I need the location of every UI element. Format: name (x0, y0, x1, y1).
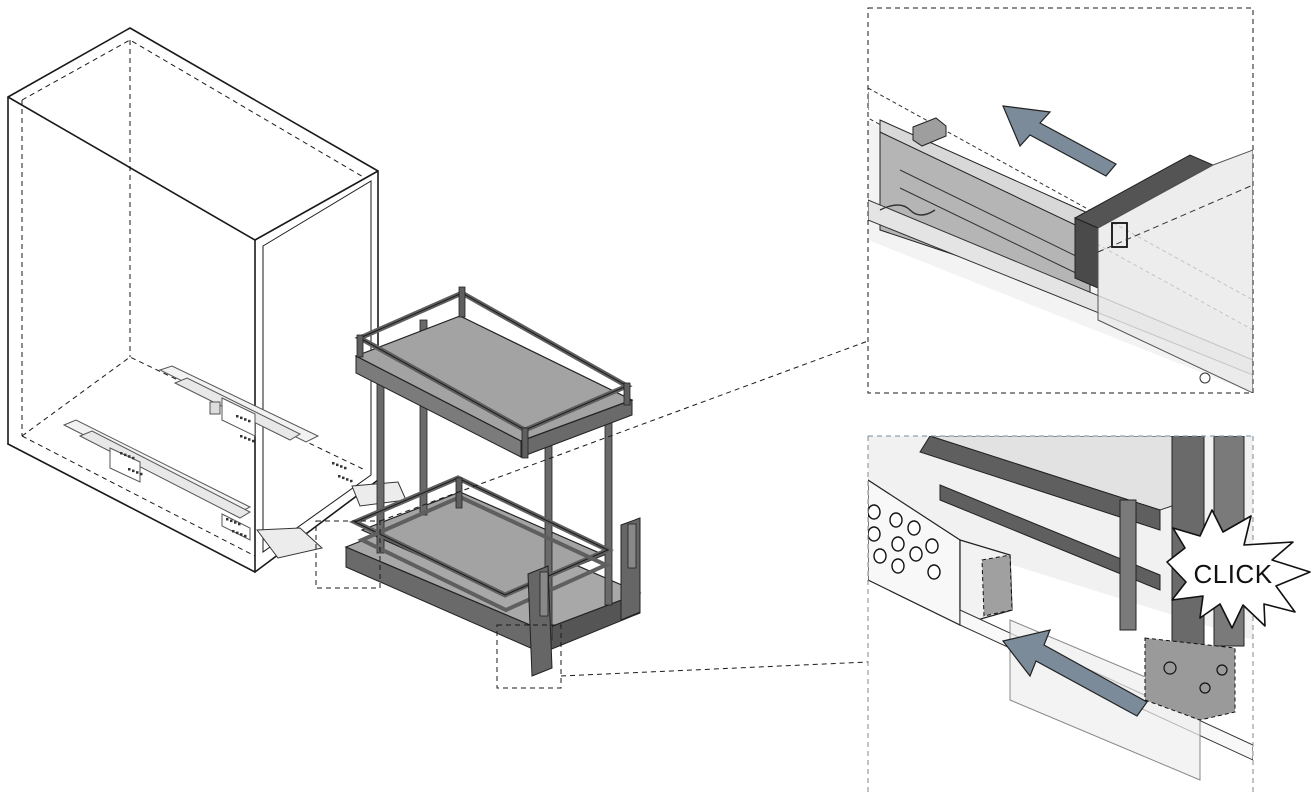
runner-hole (350, 479, 353, 483)
runner-hole (128, 455, 131, 458)
runner-hole (907, 520, 921, 536)
click-label: CLICK (1193, 559, 1272, 589)
runner-hole (120, 452, 123, 455)
runner-upper (158, 365, 320, 443)
runner-hole (873, 548, 887, 564)
runner-hole (891, 536, 905, 552)
runner-hole (244, 418, 247, 421)
runner-hole (132, 456, 135, 460)
leader-line-top (379, 340, 869, 522)
runner-hole (248, 438, 251, 441)
runner-hole (332, 462, 335, 465)
runner-hole (128, 468, 131, 471)
leader-line-bottom (560, 661, 869, 677)
runner-hole (244, 534, 247, 538)
runner-hole (230, 519, 233, 523)
runner-hole (252, 439, 255, 443)
starburst-icon: CLICK (1166, 509, 1311, 629)
runner-hole (336, 463, 339, 467)
runner-hole (338, 475, 341, 478)
runner-hole (925, 538, 939, 554)
runner-hole (909, 546, 923, 562)
runner-hole (340, 465, 343, 468)
runner-hole (868, 504, 881, 520)
runner-hole (344, 466, 347, 470)
runner-hole (132, 469, 135, 473)
detail-area-front (496, 624, 562, 689)
runner-hole (124, 453, 127, 457)
floor-mat-front (256, 527, 324, 559)
runner-hole (232, 530, 235, 533)
runner-hole (240, 533, 243, 536)
detail-panel-bottom: CLICK (867, 435, 1311, 794)
runner-hole (226, 518, 229, 521)
runner-hole (889, 512, 903, 528)
runner-hole (240, 416, 243, 420)
runner-hole (346, 478, 349, 481)
runner-hole (236, 531, 239, 535)
detail-area-rear (315, 520, 381, 589)
runner-hole (244, 436, 247, 440)
runner-hole (240, 435, 243, 438)
detail-panel-top (867, 7, 1254, 394)
runner-hole (140, 472, 143, 476)
runner-hole (342, 476, 345, 480)
arrow-up-left-icon (1002, 105, 1117, 177)
runner-hole (927, 564, 941, 580)
arrow-up-left-icon (1001, 629, 1148, 717)
runner-hole (234, 521, 237, 524)
runner-hole (891, 558, 905, 574)
runner-hole (136, 471, 139, 474)
runner-hole (236, 415, 239, 418)
runner-holes-detail (868, 504, 941, 580)
runner-hole (238, 522, 241, 526)
runner-hole (248, 419, 251, 423)
pullout-basket (344, 286, 642, 677)
runner-holes (120, 415, 353, 538)
runner-hole (868, 526, 881, 542)
